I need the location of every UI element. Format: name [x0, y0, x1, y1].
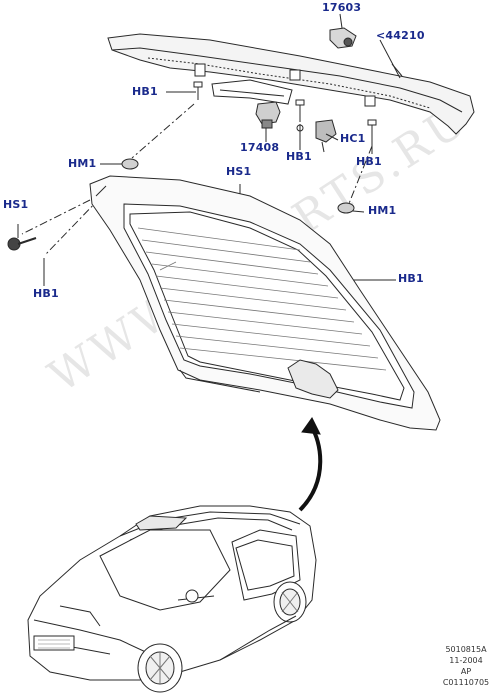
part-hc1: [315, 119, 337, 153]
callout-hm1-right: HM1: [368, 204, 397, 217]
reference-line-4: C01110705: [442, 678, 490, 687]
part-17408: [255, 101, 281, 129]
reference-code-block: 5010815A 11-2004 AP C01110705: [438, 644, 494, 688]
callout-17408: 17408: [240, 141, 280, 154]
reference-line-3: AP: [460, 667, 472, 676]
vehicle-illustration: [27, 505, 317, 693]
callout-hb1-center: HB1: [286, 150, 312, 163]
assembly-arrow: [298, 417, 323, 512]
tailgate-glass: [89, 175, 441, 431]
callout-hm1-left: HM1: [68, 157, 97, 170]
spoiler-brackets: [194, 63, 376, 107]
callout-hb1-right: HB1: [356, 155, 382, 168]
callout-hb1-top: HB1: [132, 85, 158, 98]
grommets: [121, 158, 355, 214]
reference-line-2: 11-2004: [449, 656, 483, 665]
callout-17603: 17603: [322, 1, 362, 14]
callout-hs1-center: HS1: [226, 165, 252, 178]
callout-44210: <44210: [376, 29, 425, 42]
callout-hb1-left: HB1: [33, 287, 59, 300]
callout-hc1: HC1: [340, 132, 366, 145]
callout-hb1-glass: HB1: [398, 272, 424, 285]
defroster-lines: [137, 227, 387, 371]
stop-lamp-assembly: [211, 79, 293, 105]
callout-hs1-left: HS1: [3, 198, 29, 211]
part-17603: [329, 27, 357, 49]
rear-spoiler: [107, 33, 475, 135]
reference-line-1: 5010815A: [445, 645, 487, 654]
